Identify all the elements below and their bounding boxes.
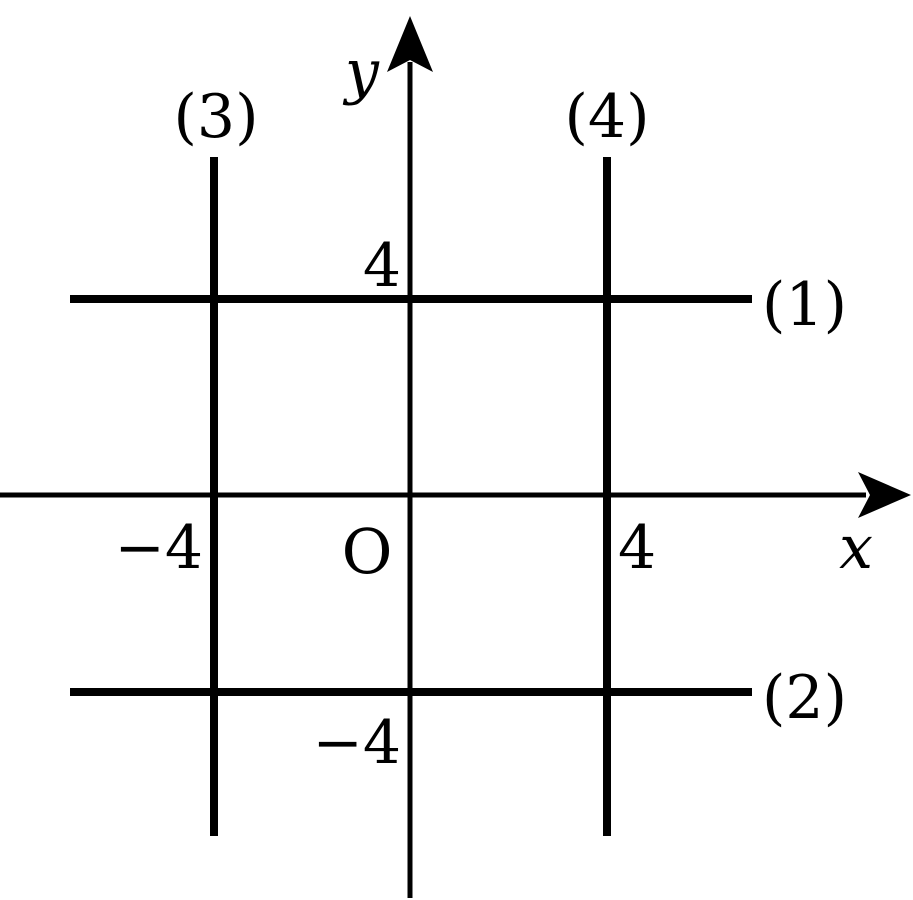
y-tick-label-neg4: −4: [313, 708, 401, 778]
x-axis-arrowhead: [858, 472, 911, 518]
x-tick-label-neg4: −4: [115, 513, 203, 583]
line-3-label: (3): [174, 82, 259, 152]
y-tick-label-4: 4: [363, 231, 401, 301]
line-4-label: (4): [565, 82, 650, 152]
line-2-label: (2): [762, 663, 847, 733]
y-axis-arrowhead: [387, 16, 433, 72]
x-axis-name: x: [839, 513, 873, 583]
x-tick-label-4: 4: [618, 513, 656, 583]
line-1-label: (1): [762, 270, 847, 340]
y-axis-name: y: [342, 37, 380, 107]
origin-label: O: [342, 515, 393, 588]
